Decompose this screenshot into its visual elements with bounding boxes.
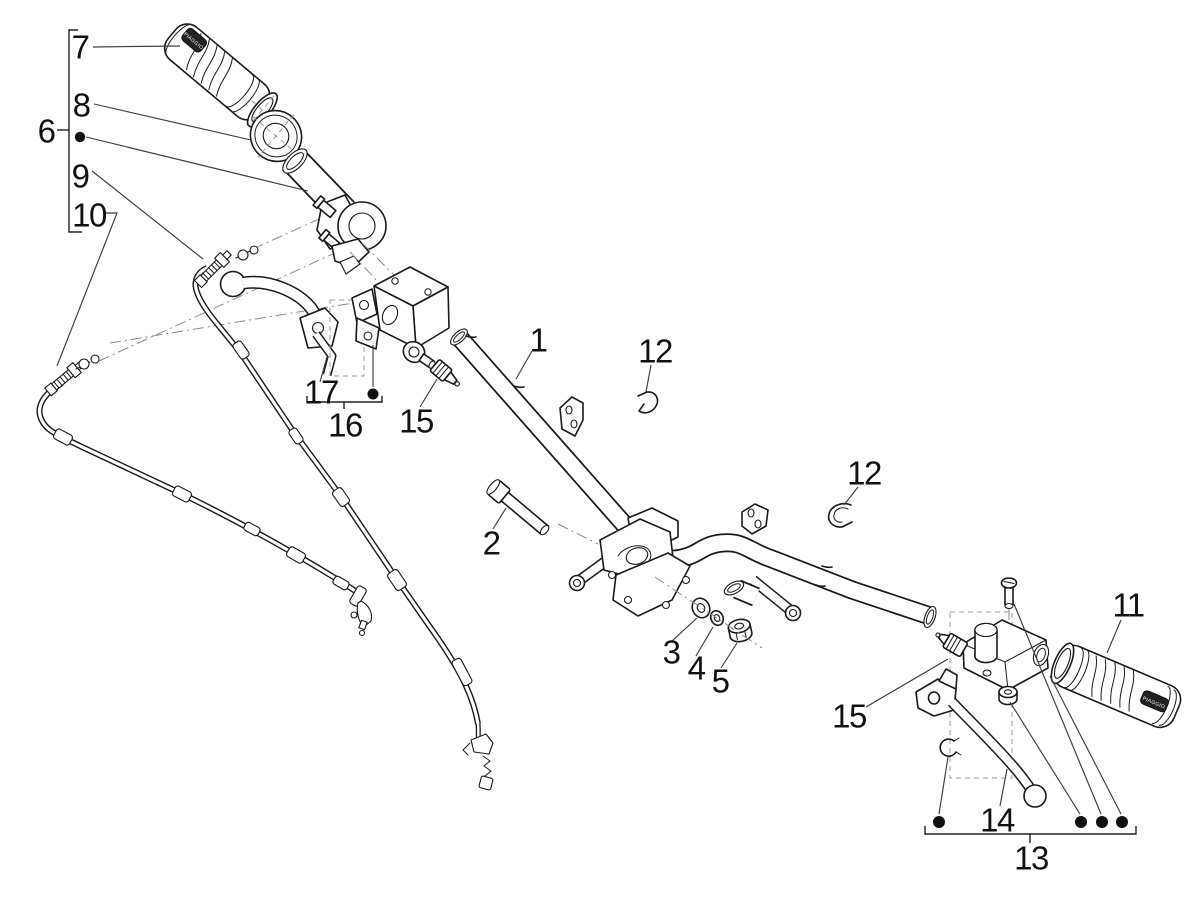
brake-master-cylinder <box>351 266 450 369</box>
c-clip <box>939 737 962 757</box>
banjo-fitting <box>402 340 436 369</box>
callout-12-right: 12 <box>847 455 881 492</box>
cable-clip-left <box>637 391 659 414</box>
throttle-cable-upper <box>192 245 494 791</box>
callout-2: 2 <box>483 525 500 562</box>
washer-small <box>709 609 725 627</box>
callout-6: 6 <box>38 113 55 150</box>
headlamp-bracket <box>559 396 769 535</box>
callout-14: 14 <box>980 802 1015 839</box>
callout-7: 7 <box>72 29 89 66</box>
lock-nut <box>998 685 1018 706</box>
brake-switch-left <box>429 359 460 387</box>
pivot-pin <box>486 479 599 545</box>
callout-12-left: 12 <box>638 333 672 370</box>
callout-16: 16 <box>328 407 362 444</box>
callout-15-right: 15 <box>832 698 866 735</box>
throttle-cable-lower <box>36 354 373 637</box>
leader-lines <box>56 45 1122 815</box>
steering-clamp <box>568 507 802 622</box>
brake-lever-left <box>219 270 365 377</box>
callout-8: 8 <box>73 87 90 124</box>
cable-adjuster-upper <box>193 250 232 289</box>
lever-holder-right <box>935 577 1050 779</box>
callout-10: 10 <box>72 197 107 234</box>
cable-clip-right <box>827 502 853 528</box>
throttle-tube-clamp <box>282 148 397 285</box>
callout-5: 5 <box>712 663 729 700</box>
callout-13: 13 <box>1014 840 1048 877</box>
group-brackets <box>57 29 1137 843</box>
washer-large <box>691 597 711 619</box>
callout-11: 11 <box>1112 587 1143 624</box>
stop-switch-right <box>935 632 968 657</box>
callout-1: 1 <box>530 322 547 359</box>
brake-lever-right <box>915 668 1047 808</box>
callout-15-left: 15 <box>399 403 433 440</box>
callout-17: 17 <box>304 374 338 411</box>
callout-9: 9 <box>72 158 89 195</box>
callout-labels: 7 8 6 9 10 17 16 15 1 12 2 3 4 5 12 11 1… <box>38 29 1146 877</box>
pivot-screw <box>1000 577 1018 610</box>
callout-3: 3 <box>663 634 680 671</box>
bullet-markers <box>74 131 1128 828</box>
right-grip: PIAGGIO <box>1050 642 1182 729</box>
callout-4: 4 <box>688 650 706 687</box>
